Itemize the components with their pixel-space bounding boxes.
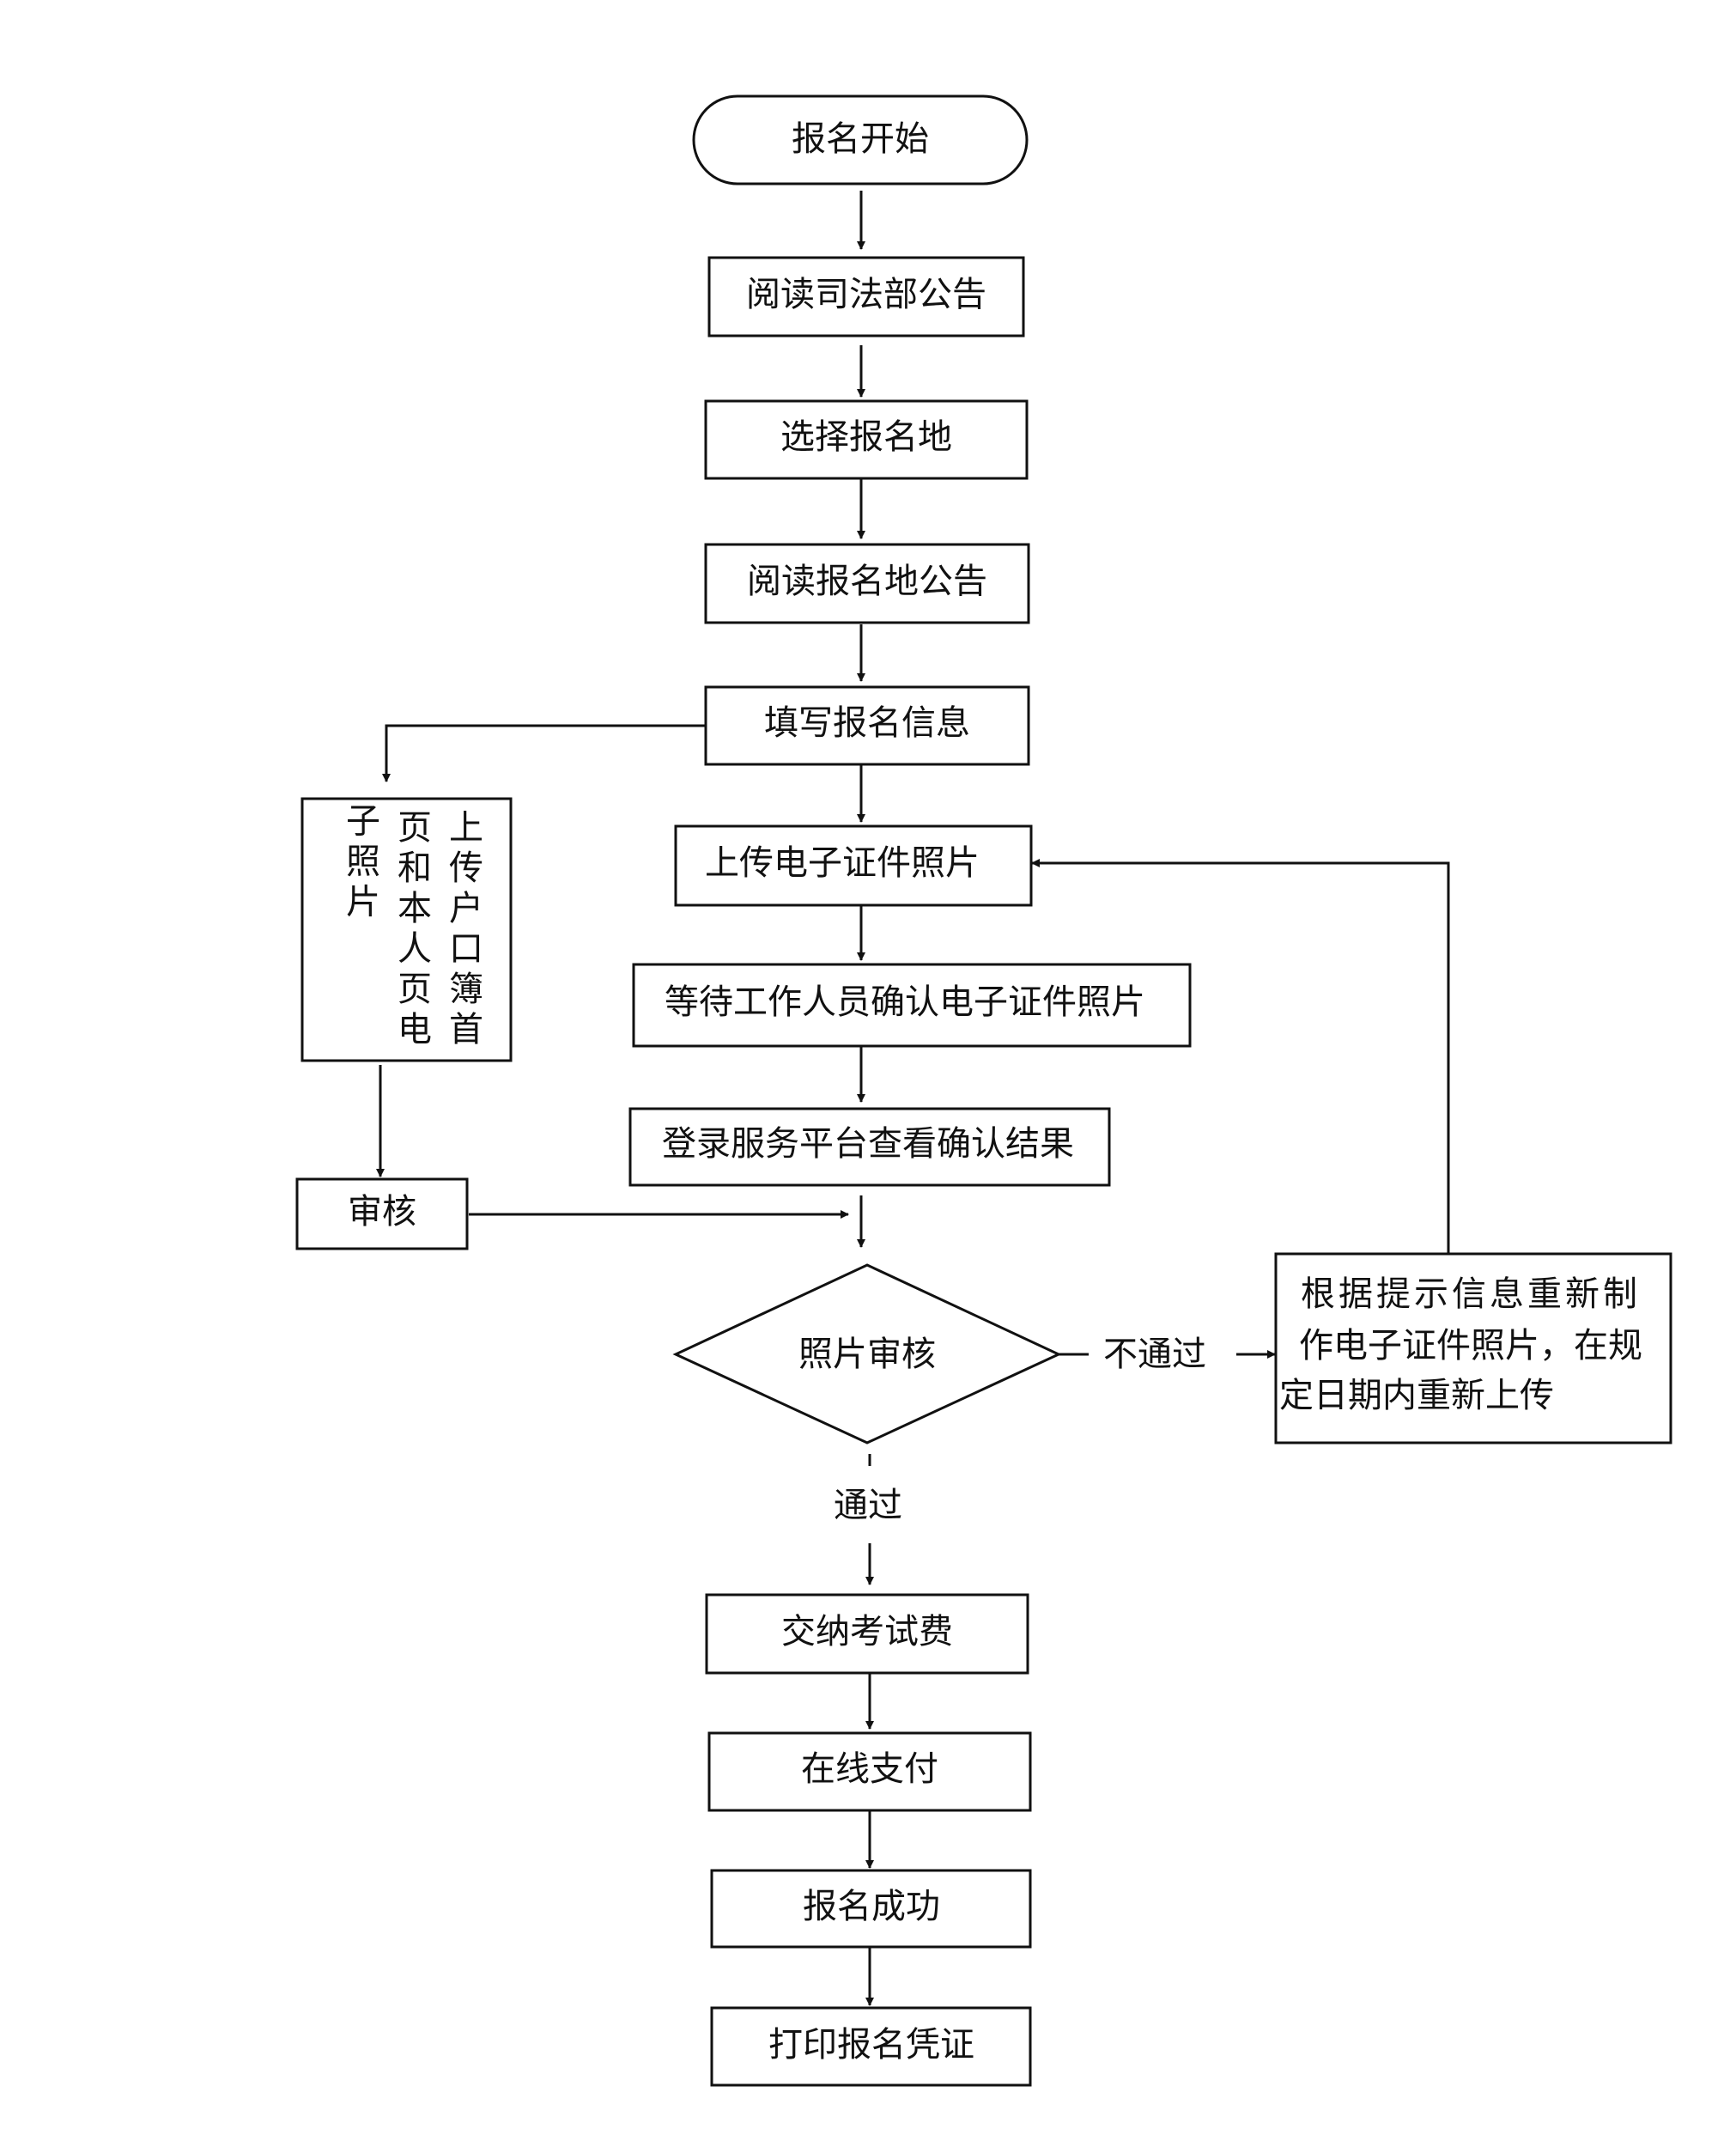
upload-household-photo-col1: 上传户口簿首: [443, 809, 483, 1051]
start-label: 报名开始: [792, 119, 929, 159]
node-success: 报名成功: [710, 1869, 1032, 1949]
login-check-label: 登录服务平台查看确认结果: [662, 1124, 1074, 1164]
edges: [376, 191, 1450, 2006]
read-ministry-notice-label: 阅读司法部公告: [746, 275, 986, 314]
node-wait-confirm: 等待工作人员确认电子证件照片: [632, 963, 1192, 1048]
start-terminal-shape: [692, 94, 1029, 186]
node-photo-review: 照片审核: [672, 1263, 1062, 1445]
node-remake-photo: 根据提示信息重新制 作电子证件照片，在规 定日期内重新上传: [1274, 1252, 1672, 1445]
review-label: 审核: [348, 1192, 416, 1232]
success-label: 报名成功: [803, 1887, 940, 1926]
node-fill-info: 填写报名信息: [704, 685, 1030, 766]
photo-review-label: 照片审核: [798, 1335, 936, 1374]
node-start: 报名开始: [692, 94, 1029, 186]
edge-fill-info-to-household-photo: [382, 724, 706, 782]
pass-edge-label: 通过: [834, 1486, 902, 1525]
wait-confirm-label: 等待工作人员确认电子证件照片: [665, 982, 1145, 1022]
fill-info-box: [704, 685, 1030, 766]
photo-review-diamond: [672, 1263, 1062, 1445]
read-ministry-notice-box: [707, 256, 1025, 338]
print-box: [710, 2006, 1032, 2087]
review-box: [295, 1177, 469, 1250]
remake-photo-box: [1274, 1252, 1672, 1445]
remake-photo-line1: 根据提示信息重新制: [1301, 1274, 1641, 1314]
read-location-notice-box: [704, 543, 1030, 624]
wait-confirm-box: [632, 963, 1192, 1048]
node-upload-id-photo: 上传电子证件照片: [674, 824, 1033, 907]
online-pay-box: [707, 1731, 1032, 1812]
fill-info-label: 填写报名信息: [764, 703, 970, 743]
remake-photo-line2: 作电子证件照片，在规: [1299, 1326, 1642, 1365]
success-box: [710, 1869, 1032, 1949]
fail-edge-label: 不通过: [1103, 1335, 1206, 1374]
node-choose-location: 选择报名地: [704, 399, 1029, 480]
upload-household-photo-box: [300, 797, 513, 1062]
read-location-notice-label: 阅读报名地公告: [747, 562, 987, 601]
upload-household-photo-col3: 子照片: [340, 803, 379, 924]
choose-location-box: [704, 399, 1029, 480]
pay-fee-label: 交纳考试费: [781, 1612, 953, 1651]
edge-remake-photo-to-upload-id-photo: [1031, 859, 1450, 1254]
nodes: 报名开始 阅读司法部公告 选择报名地 阅读报名地公告 填写报名信息 上传户口簿首…: [295, 94, 1672, 2087]
upload-id-photo-box: [674, 824, 1033, 907]
upload-id-photo-label: 上传电子证件照片: [705, 843, 980, 883]
node-upload-household-photo: 上传户口簿首 页和本人页电 子照片: [300, 797, 513, 1062]
node-print: 打印报名凭证: [710, 2006, 1032, 2087]
node-login-check: 登录服务平台查看确认结果: [628, 1107, 1111, 1187]
print-label: 打印报名凭证: [768, 2025, 974, 2065]
node-online-pay: 在线支付: [707, 1731, 1032, 1812]
upload-household-photo-col2: 页和本人页电: [392, 809, 431, 1051]
login-check-box: [628, 1107, 1111, 1187]
online-pay-label: 在线支付: [801, 1749, 938, 1789]
node-read-location-notice: 阅读报名地公告: [704, 543, 1030, 624]
pay-fee-box: [705, 1593, 1029, 1675]
node-read-ministry-notice: 阅读司法部公告: [707, 256, 1025, 338]
remake-photo-line3: 定日期内重新上传: [1279, 1376, 1554, 1415]
node-pay-fee: 交纳考试费: [705, 1593, 1029, 1675]
node-review: 审核: [295, 1177, 469, 1250]
choose-location-label: 选择报名地: [780, 417, 952, 457]
